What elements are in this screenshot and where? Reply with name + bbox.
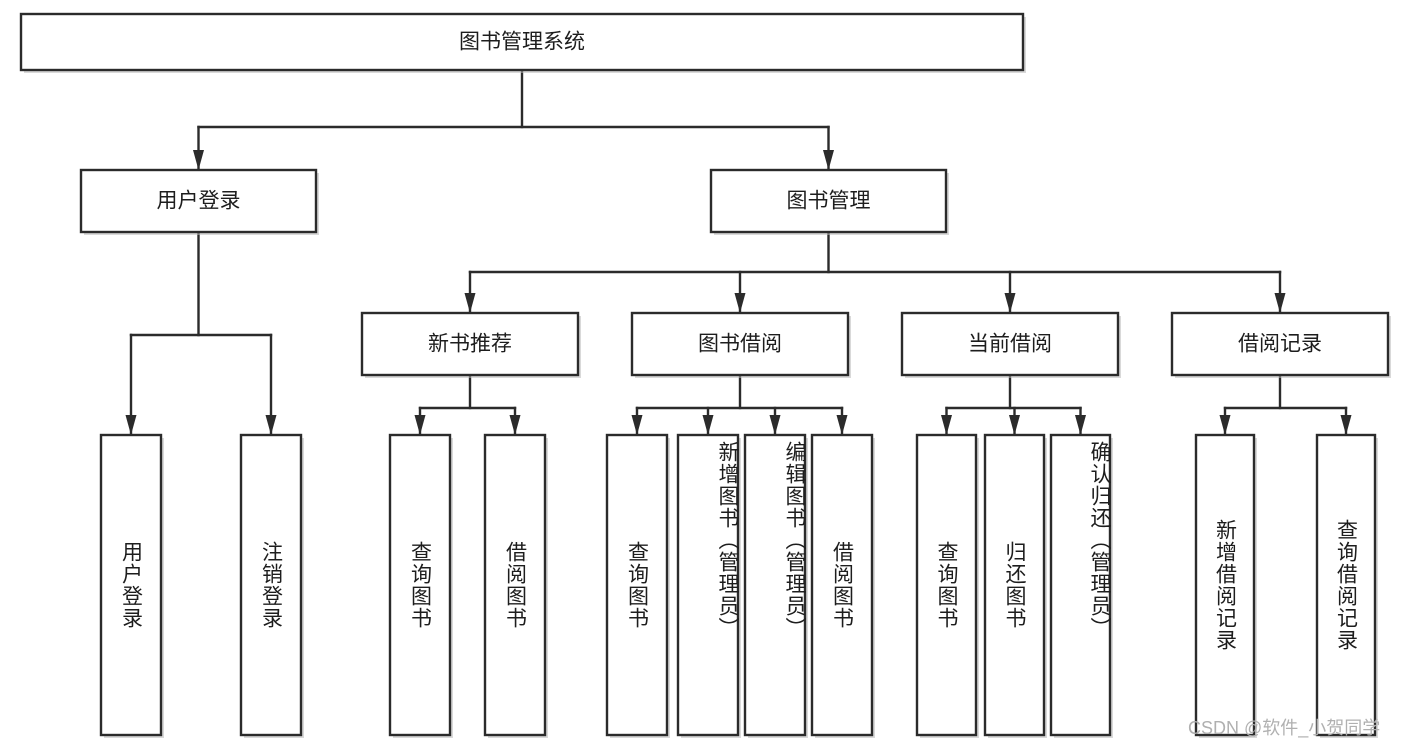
connector-arrowhead [769, 415, 781, 435]
node-box-book-borrow [630, 311, 850, 377]
csdn-watermark: CSDN @软件_小贺同学 [1188, 718, 1381, 738]
node-box-leaf-edit-book [743, 433, 807, 737]
node-box-leaf-borrow-book-1 [483, 433, 547, 737]
node-leaf-add-record [1194, 433, 1257, 738]
connector-arrowhead [265, 415, 277, 435]
node-leaf-query-book-1 [388, 433, 453, 738]
connector-arrowhead [509, 415, 521, 435]
node-box-current-borrow [900, 311, 1120, 377]
connector-arrowhead [1075, 415, 1086, 435]
node-user-login [79, 168, 319, 235]
connector-arrowhead [734, 293, 746, 313]
node-label-new-book-recommend: 新书推荐 [428, 333, 512, 356]
connector-arrowhead [193, 150, 204, 170]
node-box-leaf-add-book [676, 433, 740, 737]
connector-arrowhead [414, 415, 426, 435]
connector-layer [125, 68, 1352, 435]
node-current-borrow [900, 311, 1121, 378]
connector-arrowhead [1219, 415, 1231, 435]
node-box-layer [19, 12, 1391, 738]
node-new-book-recommend [360, 311, 581, 378]
connector-arrowhead [1274, 293, 1286, 313]
connector-arrowhead [1009, 415, 1020, 435]
node-book-manage [709, 168, 949, 235]
node-root [19, 12, 1026, 73]
node-leaf-query-record [1315, 433, 1378, 738]
connector-arrowhead [464, 293, 476, 313]
node-box-root [19, 12, 1025, 72]
connector-arrowhead [1340, 415, 1352, 435]
node-box-leaf-return-book [983, 433, 1046, 737]
node-book-borrow [630, 311, 851, 378]
node-box-user-login [79, 168, 318, 234]
node-label-book-manage: 图书管理 [787, 190, 871, 213]
node-box-leaf-user-login [99, 433, 163, 737]
node-box-leaf-confirm-return [1049, 433, 1112, 737]
connector-arrowhead [836, 415, 848, 435]
node-leaf-logout [239, 433, 304, 738]
node-leaf-user-login [99, 433, 164, 738]
node-box-book-manage [709, 168, 948, 234]
connector-arrowhead [125, 415, 137, 435]
node-leaf-query-book-3 [915, 433, 979, 738]
node-leaf-query-book-2 [605, 433, 670, 738]
node-label-root: 图书管理系统 [459, 31, 585, 54]
connector-arrowhead [631, 415, 643, 435]
node-label-borrow-record: 借阅记录 [1238, 333, 1322, 356]
node-label-user-login: 用户登录 [157, 190, 241, 213]
node-leaf-return-book [983, 433, 1047, 738]
node-borrow-record [1170, 311, 1391, 378]
node-box-leaf-logout [239, 433, 303, 737]
node-box-leaf-query-book-3 [915, 433, 978, 737]
connector-arrowhead [941, 415, 952, 435]
node-leaf-confirm-return [1049, 433, 1113, 738]
node-box-leaf-query-book-1 [388, 433, 452, 737]
node-leaf-borrow-book-1 [483, 433, 548, 738]
node-box-new-book-recommend [360, 311, 580, 377]
node-leaf-borrow-book-2 [810, 433, 875, 738]
node-label-book-borrow: 图书借阅 [698, 333, 782, 356]
connector-arrowhead [702, 415, 714, 435]
node-leaf-edit-book [743, 433, 808, 738]
node-label-current-borrow: 当前借阅 [968, 333, 1052, 356]
node-leaf-add-book [676, 433, 741, 738]
node-box-leaf-borrow-book-2 [810, 433, 874, 737]
connector-arrowhead [823, 150, 834, 170]
node-box-leaf-query-record [1315, 433, 1377, 737]
connector-arrowhead [1004, 293, 1016, 313]
node-box-leaf-query-book-2 [605, 433, 669, 737]
node-box-borrow-record [1170, 311, 1390, 377]
node-box-leaf-add-record [1194, 433, 1256, 737]
